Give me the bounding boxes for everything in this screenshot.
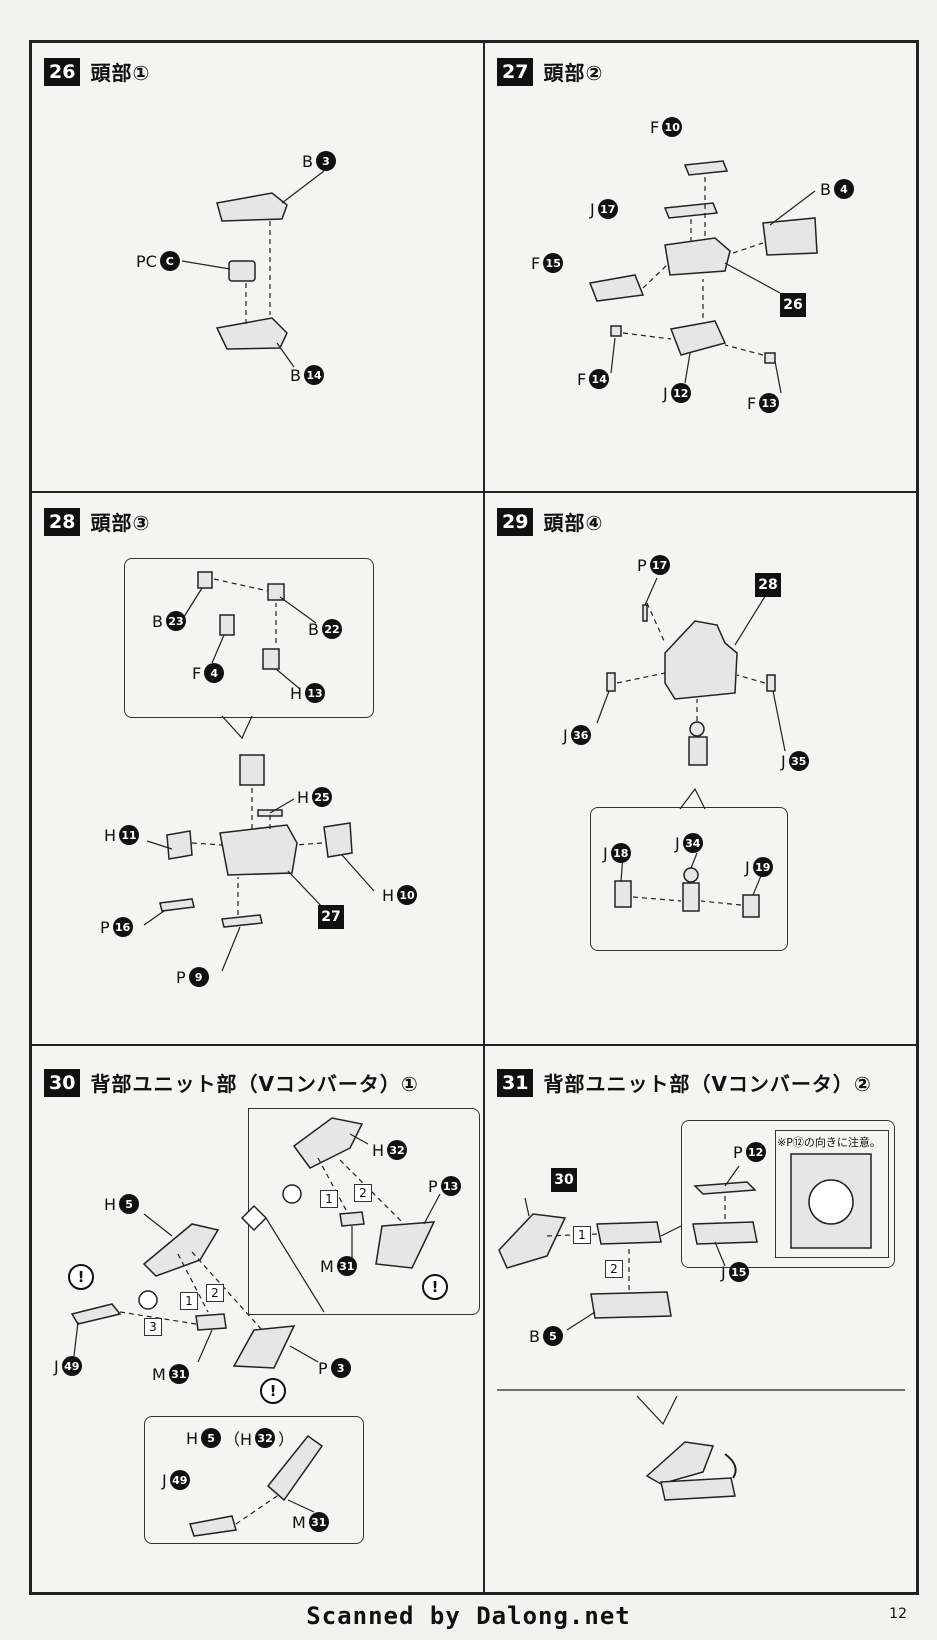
step-27-panel: 27 頭部②: [484, 42, 917, 492]
order-2: 2: [206, 1284, 224, 1302]
ref-step-26: 26: [780, 293, 806, 317]
step-26-illustration: [181, 170, 325, 368]
step-29-panel: 29 頭部④: [484, 492, 917, 1045]
caution-note: ※P⑫の向きに注意。: [777, 1136, 881, 1149]
step-27-illustration: [588, 160, 818, 394]
ref-step-30: 30: [551, 1168, 577, 1192]
order-1: 1: [320, 1190, 338, 1208]
step-number: 26: [44, 57, 81, 86]
step-26-header: 26 頭部①: [44, 57, 150, 86]
step-number: 31: [497, 1068, 534, 1097]
step-28-illustration: [143, 571, 375, 972]
order-2: 2: [605, 1260, 623, 1278]
step-28-panel: 28 頭部③: [31, 492, 484, 1045]
step-title: 頭部③: [90, 511, 151, 535]
step-28-header: 28 頭部③: [44, 507, 150, 536]
step-30-illustration: [70, 1117, 441, 1537]
step-30-header: 30 背部ユニット部（Vコンバータ）①: [44, 1068, 419, 1097]
step-number: 28: [44, 507, 81, 536]
step-number: 30: [44, 1068, 81, 1097]
caution-icon: !: [68, 1264, 94, 1290]
ref-step-27: 27: [318, 905, 344, 929]
caution-icon: !: [260, 1378, 286, 1404]
ref-step-28: 28: [755, 573, 781, 597]
step-number: 27: [497, 57, 534, 86]
step-29-header: 29 頭部④: [497, 507, 603, 536]
step-number: 29: [497, 507, 534, 536]
step-29-illustration: [596, 577, 786, 918]
step-title: 頭部②: [543, 61, 604, 85]
step-31-illustration: [497, 1153, 905, 1501]
order-1: 1: [573, 1226, 591, 1244]
step-title: 頭部①: [90, 61, 151, 85]
order-3: 3: [144, 1318, 162, 1336]
step-title: 背部ユニット部（Vコンバータ）①: [90, 1072, 419, 1096]
page-number: 12: [889, 1606, 907, 1622]
order-2: 2: [354, 1184, 372, 1202]
caution-icon: !: [422, 1274, 448, 1300]
order-1: 1: [180, 1292, 198, 1310]
step-31-header: 31 背部ユニット部（Vコンバータ）②: [497, 1068, 872, 1097]
step-31-panel: 31 背部ユニット部（Vコンバータ）② ※P⑫の向きに注意。: [484, 1045, 917, 1593]
scan-credit: Scanned by Dalong.net: [306, 1602, 631, 1630]
step-30-panel: 30 背部ユニット部（Vコンバータ）①: [31, 1045, 484, 1593]
step-27-header: 27 頭部②: [497, 57, 603, 86]
step-title: 背部ユニット部（Vコンバータ）②: [543, 1072, 872, 1096]
step-title: 頭部④: [543, 511, 604, 535]
